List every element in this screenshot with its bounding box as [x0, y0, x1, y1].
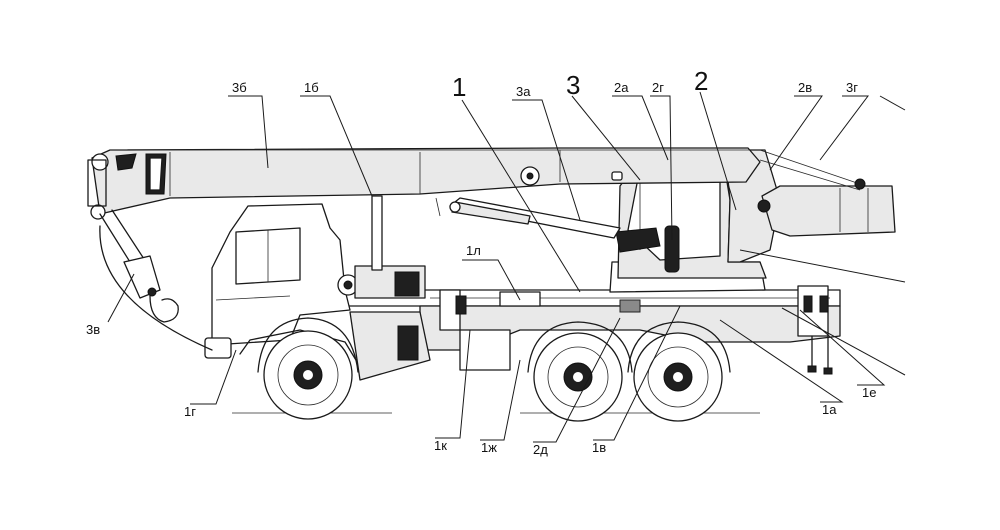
callout-labels: 3б 1б 1 3а 3 2а 2г 2 2в 3г 1л 3в 1г 1к 1…: [86, 66, 876, 457]
label-1v: 1в: [592, 440, 606, 455]
label-3: 3: [566, 70, 580, 100]
truck-cab: [204, 203, 363, 371]
label-1: 1: [452, 72, 466, 102]
engine-block: [349, 195, 431, 381]
wheels: [257, 317, 731, 422]
wheel-front: [263, 330, 353, 420]
label-1zh: 1ж: [481, 440, 497, 455]
label-3a: 3а: [516, 84, 531, 99]
label-1b: 1е: [862, 385, 876, 400]
label-3v: 3в: [86, 322, 100, 337]
label-1a: 1а: [822, 402, 837, 417]
label-2: 2: [694, 66, 708, 96]
label-2v: 2в: [798, 80, 812, 95]
label-1g: 1г: [184, 404, 196, 419]
leader-lines: [107, 91, 906, 443]
label-3g: 3г: [846, 80, 858, 95]
label-2d: 2д: [533, 442, 548, 457]
counterweight: [757, 185, 896, 237]
label-1e: 1б: [304, 80, 319, 95]
wheel-rear-1: [533, 332, 623, 422]
label-2g: 2г: [652, 80, 664, 95]
label-1k: 1к: [434, 438, 447, 453]
label-1l: 1л: [466, 243, 481, 258]
label-2a: 2а: [614, 80, 629, 95]
boom: [87, 147, 866, 220]
wheel-rear-2: [633, 332, 723, 422]
chassis-frame: [299, 289, 841, 371]
hook-block: [99, 209, 213, 351]
outriggers: [439, 285, 833, 375]
label-3b: 3б: [232, 80, 247, 95]
